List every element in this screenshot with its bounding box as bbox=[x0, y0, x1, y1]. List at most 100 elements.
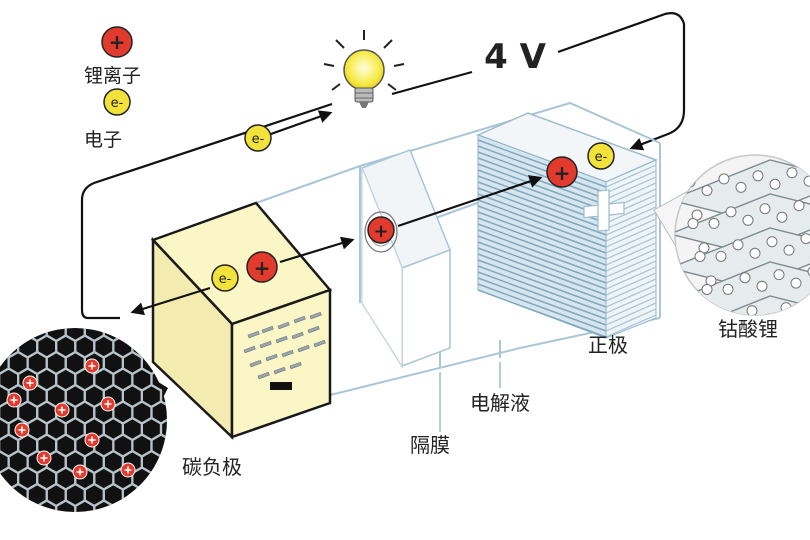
cathode-layer-line bbox=[605, 284, 657, 308]
lattice-hex bbox=[131, 499, 153, 512]
cathode-layer-line bbox=[605, 170, 657, 194]
lattice-ion bbox=[14, 422, 30, 438]
cathode-layer-line bbox=[477, 235, 607, 284]
graphite-flake bbox=[297, 344, 310, 353]
lattice-ion bbox=[84, 432, 100, 448]
cobaltate-atom bbox=[766, 236, 778, 248]
cobaltate-atom bbox=[722, 283, 734, 295]
lattice-ion bbox=[120, 462, 136, 478]
cobaltate-atom bbox=[701, 184, 713, 196]
lattice-hex bbox=[17, 499, 39, 512]
cobaltate-atom bbox=[694, 251, 706, 262]
lattice-hex bbox=[190, 534, 209, 540]
cobaltate-atom bbox=[746, 305, 758, 315]
cathode-layer-line bbox=[477, 277, 607, 326]
cobaltate-atom bbox=[692, 329, 702, 339]
cathode-layer-line bbox=[605, 200, 657, 224]
legend-ion-label: 锂离子 bbox=[84, 65, 141, 87]
cathode-layer-line bbox=[605, 230, 657, 254]
cathode-layer-line bbox=[477, 241, 607, 290]
cathode-block: + + e- bbox=[475, 112, 659, 339]
legend: + 锂离子 e- 电子 bbox=[84, 26, 141, 151]
svg-text:+: + bbox=[254, 256, 271, 280]
cobaltate-atom bbox=[752, 170, 764, 182]
graphite-flake bbox=[275, 335, 288, 344]
lattice-ion bbox=[6, 392, 22, 408]
cathode-layer-line bbox=[605, 296, 657, 320]
cathode-layer-line bbox=[477, 271, 607, 320]
svg-text:e-: e- bbox=[252, 132, 265, 147]
cathode-layer-line bbox=[605, 236, 657, 260]
cathode-electron: e- bbox=[587, 142, 615, 170]
cobaltate-atom bbox=[769, 178, 781, 190]
cathode-layer-line bbox=[477, 247, 607, 296]
lattice-ion bbox=[22, 375, 38, 391]
lattice-hex bbox=[171, 501, 190, 523]
lattice-hex bbox=[152, 534, 171, 540]
wire-electron: e- bbox=[244, 124, 272, 152]
cobaltate-atom bbox=[790, 277, 802, 289]
cathode-layer-line bbox=[605, 242, 657, 266]
cathode-layer-line bbox=[605, 272, 657, 296]
cathode-layer-line bbox=[605, 278, 657, 302]
lithium-ion-icon: + bbox=[101, 26, 133, 58]
cathode-layers-right bbox=[605, 164, 657, 338]
cobaltate-atom bbox=[783, 244, 795, 256]
lattice-hex bbox=[0, 517, 9, 539]
anode-ion: + bbox=[246, 251, 278, 283]
cathode-layer-line bbox=[477, 145, 607, 194]
cobaltate-atom bbox=[807, 266, 810, 278]
lattice-hex bbox=[171, 435, 190, 457]
lattice-hex bbox=[190, 501, 209, 523]
cobaltate-atom bbox=[725, 206, 737, 218]
lattice-hex bbox=[159, 482, 167, 508]
cathode-layer-line bbox=[605, 182, 657, 206]
lattice-ion bbox=[36, 450, 52, 466]
cathode-layer-line bbox=[605, 212, 657, 236]
cathode-layer-line bbox=[605, 260, 657, 284]
cobaltate-atom bbox=[684, 176, 696, 188]
lattice-hex bbox=[36, 499, 58, 512]
lattice-hex bbox=[66, 517, 85, 539]
graphite-flake bbox=[261, 325, 274, 334]
cathode-layer-line bbox=[477, 205, 607, 254]
lattice-hex bbox=[171, 402, 190, 424]
graphite-flake bbox=[249, 359, 262, 368]
cobaltate-atom bbox=[797, 310, 809, 315]
lattice-hex bbox=[180, 484, 199, 506]
cathode-layer-line bbox=[605, 248, 657, 272]
graphite-flake bbox=[313, 339, 326, 348]
cathode-layer-line bbox=[605, 224, 657, 248]
electron-flow-arrow bbox=[267, 110, 333, 137]
cathode-layer-line bbox=[605, 266, 657, 290]
cobaltate-atom bbox=[800, 233, 810, 245]
lattice-hex bbox=[180, 517, 199, 539]
svg-text:+: + bbox=[554, 161, 571, 185]
lattice-hex bbox=[150, 466, 167, 491]
lattice-hex bbox=[18, 534, 37, 540]
svg-text:e-: e- bbox=[595, 150, 608, 165]
graphite-flake bbox=[265, 353, 278, 362]
cathode-layer-line bbox=[477, 283, 607, 332]
lattice-ion bbox=[54, 402, 70, 418]
cathode-layer-line bbox=[605, 290, 657, 314]
cobaltate-atom bbox=[803, 175, 810, 187]
cathode-layer-line bbox=[605, 254, 657, 278]
lattice-hex bbox=[171, 534, 190, 540]
graphite-flake bbox=[309, 311, 322, 320]
cobaltate-atom bbox=[759, 203, 771, 215]
lattice-hex bbox=[94, 534, 113, 540]
cobaltate-atom bbox=[701, 283, 713, 295]
cobaltate-atom bbox=[793, 200, 805, 212]
cathode-layer-line bbox=[477, 211, 607, 260]
graphite-flake bbox=[291, 331, 304, 340]
separator-ion: + bbox=[367, 216, 395, 244]
graphite-flake bbox=[289, 361, 302, 370]
lattice-ion bbox=[84, 358, 100, 374]
cathode-layer-line bbox=[477, 217, 607, 266]
svg-text:e-: e- bbox=[111, 96, 124, 111]
anode-block: − e- + bbox=[150, 201, 333, 440]
graphite-flake bbox=[293, 315, 306, 324]
cobaltate-atom bbox=[739, 272, 751, 284]
